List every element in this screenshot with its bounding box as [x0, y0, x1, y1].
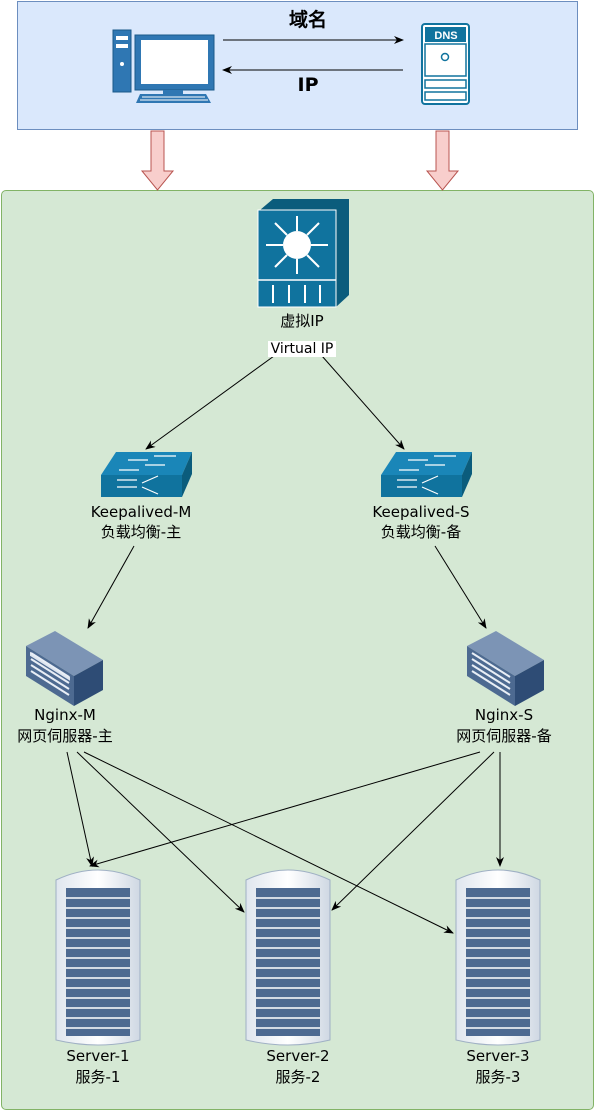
dns-server-icon [421, 23, 470, 105]
server-1-name: Server-1 [66, 1047, 130, 1065]
keepalived-slave-switch-icon [381, 452, 472, 497]
nginx-master-server-icon [26, 631, 103, 706]
nginx-master-name: Nginx-M [34, 706, 96, 724]
server-3-name: Server-3 [466, 1047, 530, 1065]
dns-label: DNS [434, 30, 457, 42]
keepalived-master-role: 负载均衡-主 [100, 523, 182, 541]
ip-response-label: IP [297, 74, 319, 96]
edge-nginx-m-to-server-2 [76, 751, 245, 913]
edge-vip-to-keepalived-s [321, 355, 405, 450]
keepalived-slave-name: Keepalived-S [372, 503, 470, 521]
edge-vip-to-keepalived-m [145, 355, 275, 450]
edge-nginx-m-to-server-1 [66, 751, 94, 867]
server-3-icon [455, 869, 541, 1046]
edge-keepalived-m-to-nginx-m [87, 545, 135, 629]
server-2-role: 服务-2 [275, 1068, 321, 1086]
virtual-ip-subtitle-wrap: Virtual IP [252, 338, 352, 360]
server-3-role: 服务-3 [475, 1068, 521, 1086]
edge-keepalived-s-to-nginx-s [434, 545, 487, 629]
flow-arrow-left [140, 130, 175, 191]
flow-arrow-right [425, 130, 460, 191]
nginx-slave-server-icon [467, 631, 544, 706]
nginx-slave-role: 网页伺服器-备 [456, 727, 552, 745]
virtual-ip-name: 虚拟IP [280, 312, 324, 330]
dns-resolution-panel [17, 1, 578, 130]
virtual-ip-switch-icon [257, 199, 349, 308]
server-1-icon [55, 869, 141, 1046]
server-2-name: Server-2 [266, 1047, 330, 1065]
nginx-slave-name: Nginx-S [474, 706, 534, 724]
server-2-icon [245, 869, 331, 1046]
nginx-master-role: 网页伺服器-主 [17, 727, 113, 745]
server-1-role: 服务-1 [75, 1068, 121, 1086]
virtual-ip-subtitle: Virtual IP [267, 341, 337, 357]
keepalived-master-name: Keepalived-M [90, 503, 192, 521]
edge-nginx-s-to-server-1 [89, 751, 481, 868]
keepalived-master-switch-icon [101, 452, 192, 497]
client-computer-icon [112, 29, 215, 103]
edge-nginx-s-to-server-2 [331, 751, 495, 911]
domain-request-label: 域名 [288, 9, 327, 31]
edge-nginx-m-to-server-3 [83, 751, 454, 934]
keepalived-slave-role: 负载均衡-备 [380, 523, 462, 541]
